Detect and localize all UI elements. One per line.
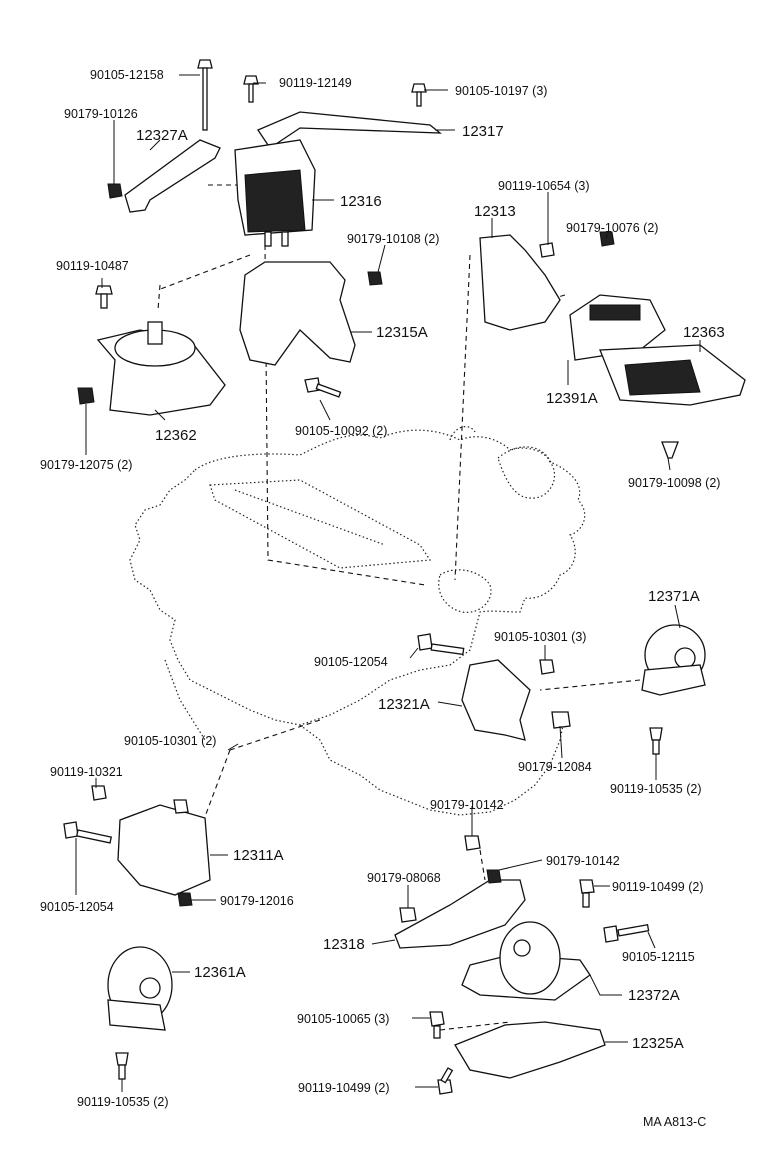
bracket-12325A-icon (454, 1021, 606, 1079)
label-12361A: 12361A (194, 964, 246, 981)
label-12391A: 12391A (546, 390, 598, 407)
label-90105-10301-3: 90105-10301 (3) (494, 630, 586, 644)
label-12325A: 12325A (632, 1035, 684, 1052)
bolt-90105-12115-icon (603, 924, 650, 943)
label-90119-10499-right: 90119-10499 (2) (612, 880, 704, 894)
engine-block-outline (129, 426, 586, 816)
bolt-90119-10499-bottom-icon (437, 1067, 454, 1095)
label-90105-10065: 90105-10065 (3) (297, 1012, 389, 1026)
label-12327A: 12327A (136, 127, 188, 144)
label-90105-12054-left: 90105-12054 (40, 900, 114, 914)
bolt-90105-10092-icon (304, 377, 342, 398)
label-12363: 12363 (683, 324, 725, 341)
bracket-12327A-icon (124, 139, 221, 213)
nut-90179-12075-icon (77, 387, 95, 405)
label-12315A: 12315A (376, 324, 428, 341)
label-12321A: 12321A (378, 696, 430, 713)
bracket-12321A-icon (461, 659, 531, 741)
bracket-12318-icon (394, 879, 526, 949)
bolt-90119-12149-icon (243, 75, 259, 103)
label-90105-10301-2: 90105-10301 (2) (124, 734, 216, 748)
leader-lines (75, 74, 701, 1092)
label-90119-10487: 90119-10487 (56, 259, 129, 273)
label-90119-10535-right: 90119-10535 (2) (610, 782, 702, 796)
bracket-12313-icon (479, 234, 561, 331)
label-90179-10126: 90179-10126 (64, 107, 138, 121)
label-90119-10321: 90119-10321 (50, 765, 123, 779)
label-90179-12075: 90179-12075 (2) (40, 458, 132, 472)
label-12362: 12362 (155, 427, 197, 444)
label-90105-10197: 90105-10197 (3) (455, 84, 547, 98)
nut-90179-10076-icon (599, 231, 615, 247)
bolt-90105-10301-3-icon (539, 659, 555, 675)
bolt-90119-10321-icon (91, 785, 107, 801)
bracket-12315A-icon (239, 261, 356, 366)
label-12316: 12316 (340, 193, 382, 210)
bolt-90119-10535-right-icon (649, 727, 663, 755)
label-90119-10654: 90119-10654 (3) (498, 179, 590, 193)
label-90105-12158: 90105-12158 (90, 68, 164, 82)
label-90105-12115: 90105-12115 (622, 950, 695, 964)
nut-90179-08068-icon (399, 907, 417, 923)
bracket-12311A-icon (117, 804, 211, 896)
nut-90179-12084-icon (551, 711, 571, 729)
mount-12316-icon (234, 139, 316, 247)
bolt-90119-10654-icon (539, 242, 555, 258)
nut-90179-12016-icon (177, 892, 193, 907)
label-12318: 12318 (323, 936, 365, 953)
part-labels: 90105-12158 90119-12149 90105-10197 (3) … (40, 68, 725, 1129)
mount-12362-icon (96, 321, 226, 416)
label-90179-12016: 90179-12016 (220, 894, 294, 908)
label-90179-12084: 90179-12084 (518, 760, 592, 774)
drawing-code: MA A813-C (643, 1115, 706, 1129)
label-90179-10076: 90179-10076 (2) (566, 221, 658, 235)
label-12372A: 12372A (628, 987, 680, 1004)
label-90119-10535-left: 90119-10535 (2) (77, 1095, 169, 1109)
label-90179-10142-b: 90179-10142 (546, 854, 620, 868)
label-90179-10108: 90179-10108 (2) (347, 232, 439, 246)
bolt-90105-10065-icon (429, 1011, 445, 1039)
label-90105-12054-top: 90105-12054 (314, 655, 388, 669)
bolt-90105-10197-icon (411, 83, 427, 107)
nut-90179-10108-icon (367, 271, 383, 286)
label-90119-12149: 90119-12149 (279, 76, 352, 90)
label-12313: 12313 (474, 203, 516, 220)
nut-90179-10126-icon (107, 183, 123, 199)
bolt-90105-12054-top-icon (417, 633, 465, 656)
bolt-90105-12054-left-icon (63, 821, 113, 844)
bolt-90105-10301-2-icon (173, 799, 189, 814)
mount-12372A-icon (461, 921, 591, 1001)
nut-90179-10142-b-icon (486, 869, 502, 884)
label-12371A: 12371A (648, 588, 700, 605)
bolt-90119-10499-right-icon (579, 879, 595, 908)
bolt-90119-10487-icon (95, 285, 113, 309)
label-90105-10092: 90105-10092 (2) (295, 424, 387, 438)
bolt-90119-10535-left-icon (115, 1052, 129, 1080)
label-90179-10142-a: 90179-10142 (430, 798, 504, 812)
mount-12371A-icon (641, 624, 706, 696)
nut-90179-10098-icon (661, 441, 679, 459)
nut-90179-10142-a-icon (464, 835, 481, 851)
label-90119-10499-bottom: 90119-10499 (2) (298, 1081, 390, 1095)
label-90179-08068: 90179-08068 (367, 871, 441, 885)
label-90179-10098: 90179-10098 (2) (628, 476, 720, 490)
bolt-90105-12158-icon (197, 59, 213, 131)
mount-12361A-icon (107, 946, 173, 1031)
label-12311A: 12311A (233, 847, 284, 864)
label-12317: 12317 (462, 123, 504, 140)
mount-12363-icon (569, 294, 746, 406)
